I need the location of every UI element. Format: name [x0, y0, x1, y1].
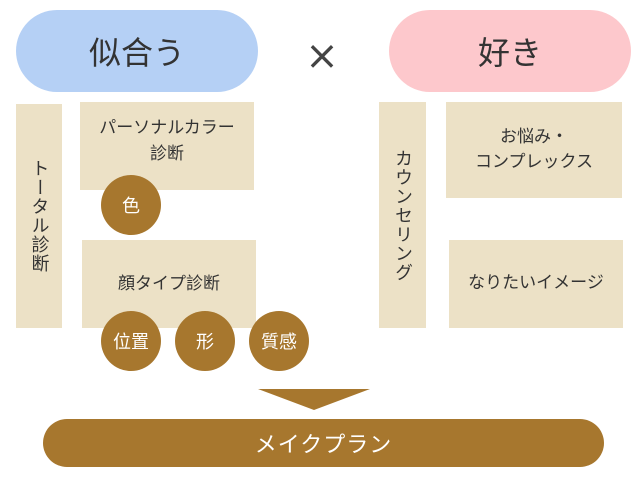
times-symbol: ×	[305, 33, 339, 79]
counseling-box: カウンセリング	[379, 102, 426, 328]
worries-line1: お悩み・	[499, 126, 568, 147]
total-diagnosis-box: トータル診断	[16, 104, 62, 328]
counseling-label: カウンセリング	[392, 148, 413, 282]
color-badge: 色	[101, 175, 161, 235]
suki-header-label: 好き	[477, 34, 542, 72]
position-badge-label: 位置	[113, 332, 149, 353]
suki-header: 好き	[389, 10, 631, 92]
make-plan-label: メイクプラン	[254, 433, 393, 458]
aspiration-label: なりたいイメージ	[468, 273, 604, 294]
total-diagnosis-label: トータル診断	[28, 159, 50, 273]
shape-badge-label: 形	[196, 332, 214, 353]
make-plan-bar: メイクプラン	[43, 419, 604, 467]
face-type-box: 顔タイプ診断	[82, 240, 256, 328]
times-icon: ×	[296, 30, 348, 82]
texture-badge-label: 質感	[261, 332, 297, 353]
personal-color-line2: 診断	[150, 143, 184, 164]
position-badge: 位置	[101, 311, 161, 371]
personal-color-box: パーソナルカラー 診断	[80, 102, 254, 190]
shape-badge: 形	[175, 311, 235, 371]
worries-line2: コンプレックス	[475, 152, 593, 172]
color-badge-label: 色	[122, 196, 140, 217]
down-arrow-icon	[258, 389, 370, 410]
aspiration-box: なりたいイメージ	[449, 240, 623, 328]
niau-header: 似合う	[16, 10, 258, 92]
face-type-label: 顔タイプ診断	[118, 274, 220, 294]
personal-color-line1: パーソナルカラー	[99, 118, 235, 138]
niau-header-label: 似合う	[88, 34, 185, 72]
worries-box: お悩み・ コンプレックス	[446, 102, 622, 198]
texture-badge: 質感	[249, 311, 309, 371]
